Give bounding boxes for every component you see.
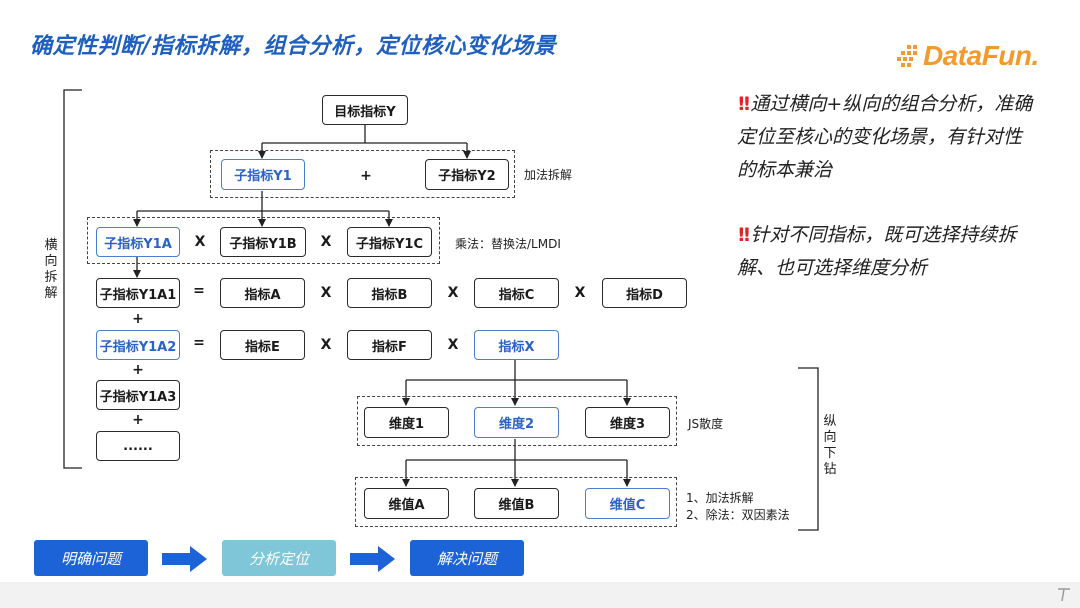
times-operator: X [447, 337, 459, 353]
step-define-problem: 明确问题 [34, 540, 148, 576]
plus-operator: + [132, 362, 144, 378]
metric-c-box: 指标C [474, 278, 559, 308]
times-operator: X [320, 337, 332, 353]
remark-1: !!通过横向+纵向的组合分析，准确定位至核心的变化场景，有针对性的标本兼治 [737, 88, 1037, 187]
double-exclamation-icon: !! [737, 224, 751, 246]
remark-2-text: 针对不同指标，既可选择持续拆解、也可选择维度分析 [737, 224, 1017, 279]
metric-f-box: 指标F [347, 330, 432, 360]
plus-operator: + [360, 168, 372, 184]
logo-text: DataFun. [923, 40, 1039, 71]
submetric-y1c-box: 子指标Y1C [347, 227, 432, 257]
metric-d-box: 指标D [602, 278, 687, 308]
right-arrow-icon [350, 546, 395, 572]
metric-e-box: 指标E [220, 330, 305, 360]
dimension-2-box: 维度2 [474, 407, 559, 438]
add-group-frame [210, 150, 515, 198]
value-group-frame [355, 477, 677, 527]
right-bracket [798, 367, 819, 531]
metric-a-box: 指标A [220, 278, 305, 308]
target-metric-box: 目标指标Y [322, 95, 408, 125]
plus-operator: + [132, 412, 144, 428]
dimension-3-box: 维度3 [585, 407, 670, 438]
times-operator: X [574, 285, 586, 301]
page-title: 确定性判断/指标拆解，组合分析，定位核心变化场景 [30, 34, 557, 59]
submetric-y1a3-box: 子指标Y1A3 [96, 380, 180, 410]
times-operator: X [194, 234, 206, 250]
metric-x-box: 指标X [474, 330, 559, 360]
footer-bar [0, 582, 1080, 608]
value-c-box: 维值C [585, 488, 670, 519]
dim-group-frame [357, 396, 677, 446]
vertical-drilldown-label: 纵向下钻 [823, 414, 837, 477]
submetric-y1b-box: 子指标Y1B [220, 227, 306, 257]
equals-operator: = [193, 283, 205, 299]
method-note-1: 1、加法拆解 [686, 491, 754, 505]
add-decompose-note: 加法拆解 [524, 168, 573, 182]
step-solve-problem: 解决问题 [410, 540, 524, 576]
times-operator: X [320, 285, 332, 301]
plus-operator: + [132, 311, 144, 327]
submetric-y1a-box: 子指标Y1A [96, 227, 180, 257]
corner-mark-icon [1058, 588, 1070, 602]
dimension-1-box: 维度1 [364, 407, 449, 438]
horizontal-decompose-label: 横向拆解 [44, 238, 58, 301]
metric-b-box: 指标B [347, 278, 432, 308]
logo-dots-icon [897, 45, 917, 67]
double-exclamation-icon: !! [737, 93, 751, 115]
submetric-y2-box: 子指标Y2 [425, 159, 509, 190]
left-bracket [63, 89, 82, 469]
remark-1-text: 通过横向+纵向的组合分析，准确定位至核心的变化场景，有针对性的标本兼治 [737, 93, 1033, 181]
equals-operator: = [193, 335, 205, 351]
remark-2: !!针对不同指标，既可选择持续拆解、也可选择维度分析 [737, 219, 1037, 285]
more-box: ...... [96, 431, 180, 461]
times-operator: X [320, 234, 332, 250]
right-arrow-icon [162, 546, 207, 572]
mul-group-frame [87, 217, 440, 264]
submetric-y1a1-box: 子指标Y1A1 [96, 278, 180, 308]
step-analyze-locate: 分析定位 [222, 540, 336, 576]
datafun-logo: DataFun. [897, 40, 1039, 71]
mul-decompose-note: 乘法：替换法/LMDI [455, 237, 561, 251]
times-operator: X [447, 285, 459, 301]
submetric-y1-box: 子指标Y1 [221, 159, 305, 190]
value-b-box: 维值B [474, 488, 559, 519]
method-note-2: 2、除法：双因素法 [686, 508, 790, 522]
submetric-y1a2-box: 子指标Y1A2 [96, 330, 180, 360]
js-divergence-note: JS散度 [688, 417, 724, 431]
value-a-box: 维值A [364, 488, 449, 519]
